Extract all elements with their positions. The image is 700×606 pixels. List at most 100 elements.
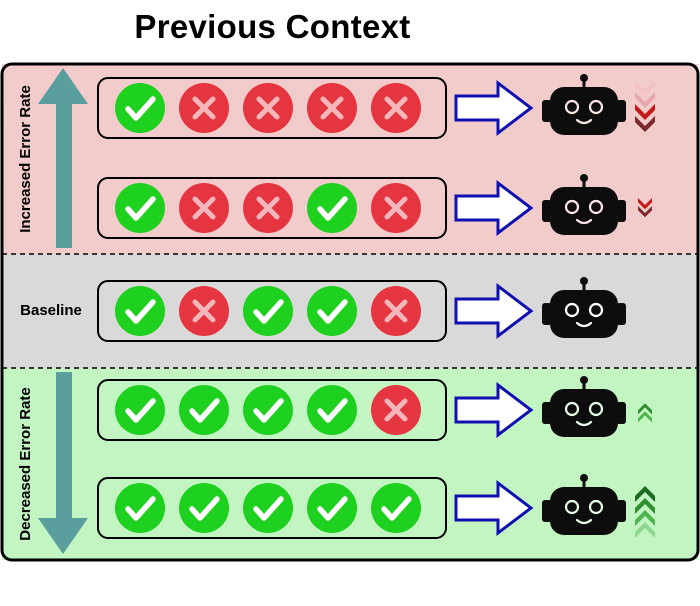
- result-circle: [243, 385, 293, 435]
- result-circle: [179, 483, 229, 533]
- cross-mark: [384, 196, 408, 220]
- robot-icon: [542, 174, 626, 235]
- robot-eye-left: [564, 99, 580, 115]
- feedback-chevrons: [635, 80, 655, 132]
- robot-ear-right: [616, 100, 626, 122]
- result-circle: [307, 385, 357, 435]
- chevron-icon: [635, 510, 655, 526]
- result-circle: [307, 286, 357, 336]
- check-mark: [125, 299, 156, 324]
- chevron-icon: [638, 198, 652, 210]
- check-mark: [317, 398, 348, 423]
- robot-ear-right: [616, 303, 626, 325]
- cross-mark: [192, 299, 216, 323]
- check-icon: [243, 483, 293, 533]
- arrow-right-icon: [454, 381, 534, 439]
- robot-ear-right: [616, 402, 626, 424]
- robot-eye-left: [564, 199, 580, 215]
- chevron-icon: [635, 486, 655, 502]
- arrow-right-icon: [454, 479, 534, 537]
- check-mark: [317, 196, 348, 221]
- result-box: [97, 477, 447, 539]
- robot-icon: [542, 277, 626, 338]
- result-box: [97, 77, 447, 139]
- robot-icon: [542, 74, 626, 135]
- check-icon: [115, 385, 165, 435]
- robot-eye-right: [588, 99, 604, 115]
- cross-mark: [256, 96, 280, 120]
- result-box: [97, 280, 447, 342]
- section-label-baseline: Baseline: [20, 302, 82, 319]
- check-icon: [179, 385, 229, 435]
- chevron-icon: [635, 498, 655, 514]
- trend-arrow-up: [38, 68, 88, 248]
- page-title: Previous Context: [134, 8, 411, 45]
- check-mark: [317, 496, 348, 521]
- check-icon: [307, 286, 357, 336]
- arrow-right-icon: [454, 282, 534, 340]
- chevron-icon: [635, 104, 655, 120]
- trend-arrow-down: [38, 372, 88, 554]
- check-icon: [179, 483, 229, 533]
- outer-border: [0, 62, 700, 562]
- result-box: [97, 379, 447, 441]
- result-box: [97, 177, 447, 239]
- row-baseline: [97, 277, 626, 342]
- result-circle: [307, 183, 357, 233]
- robot-eye-right: [588, 401, 604, 417]
- cross-mark: [256, 196, 280, 220]
- cross-mark: [384, 299, 408, 323]
- section-label-increased: Increased Error Rate: [17, 85, 34, 233]
- diagram-svg: Increased Error Rate Baseline Decreased …: [0, 62, 700, 562]
- result-circle: [371, 483, 421, 533]
- robot-mouth: [575, 218, 593, 225]
- robot-head: [550, 187, 618, 235]
- chevron-icon: [638, 206, 652, 218]
- check-mark: [253, 299, 284, 324]
- robot-mouth: [575, 420, 593, 427]
- check-icon: [307, 183, 357, 233]
- check-icon: [307, 385, 357, 435]
- chevron-icon: [635, 116, 655, 132]
- check-icon: [115, 183, 165, 233]
- robot-head: [550, 389, 618, 437]
- result-circle: [115, 183, 165, 233]
- cross-mark: [384, 398, 408, 422]
- robot-eye-left: [564, 302, 580, 318]
- cross-mark: [320, 96, 344, 120]
- cross-icon: [179, 183, 229, 233]
- check-mark: [125, 398, 156, 423]
- check-icon: [115, 83, 165, 133]
- cross-mark: [192, 196, 216, 220]
- robot-antenna-tip: [580, 174, 588, 182]
- feedback-chevrons: [635, 486, 655, 538]
- robot-antenna-tip: [580, 277, 588, 285]
- check-icon: [371, 483, 421, 533]
- check-icon: [243, 286, 293, 336]
- result-circle: [179, 385, 229, 435]
- result-circle: [243, 483, 293, 533]
- cross-icon: [243, 83, 293, 133]
- robot-ear-left: [542, 500, 552, 522]
- robot-head: [550, 290, 618, 338]
- cross-icon: [307, 83, 357, 133]
- feedback-chevrons: [638, 403, 652, 423]
- robot-icon: [542, 376, 626, 437]
- robot-mouth: [575, 118, 593, 125]
- cross-icon: [371, 286, 421, 336]
- check-mark: [253, 398, 284, 423]
- check-mark: [317, 299, 348, 324]
- check-mark: [189, 398, 220, 423]
- robot-eye-right: [588, 302, 604, 318]
- chevron-icon: [635, 522, 655, 538]
- robot-ear-right: [616, 500, 626, 522]
- feedback-chevrons: [638, 198, 652, 218]
- robot-ear-right: [616, 200, 626, 222]
- check-icon: [115, 286, 165, 336]
- result-circle: [307, 483, 357, 533]
- section-label-decreased: Decreased Error Rate: [17, 387, 34, 540]
- result-circle: [115, 385, 165, 435]
- robot-eye-left: [564, 401, 580, 417]
- chevron-icon: [635, 92, 655, 108]
- cross-mark: [192, 96, 216, 120]
